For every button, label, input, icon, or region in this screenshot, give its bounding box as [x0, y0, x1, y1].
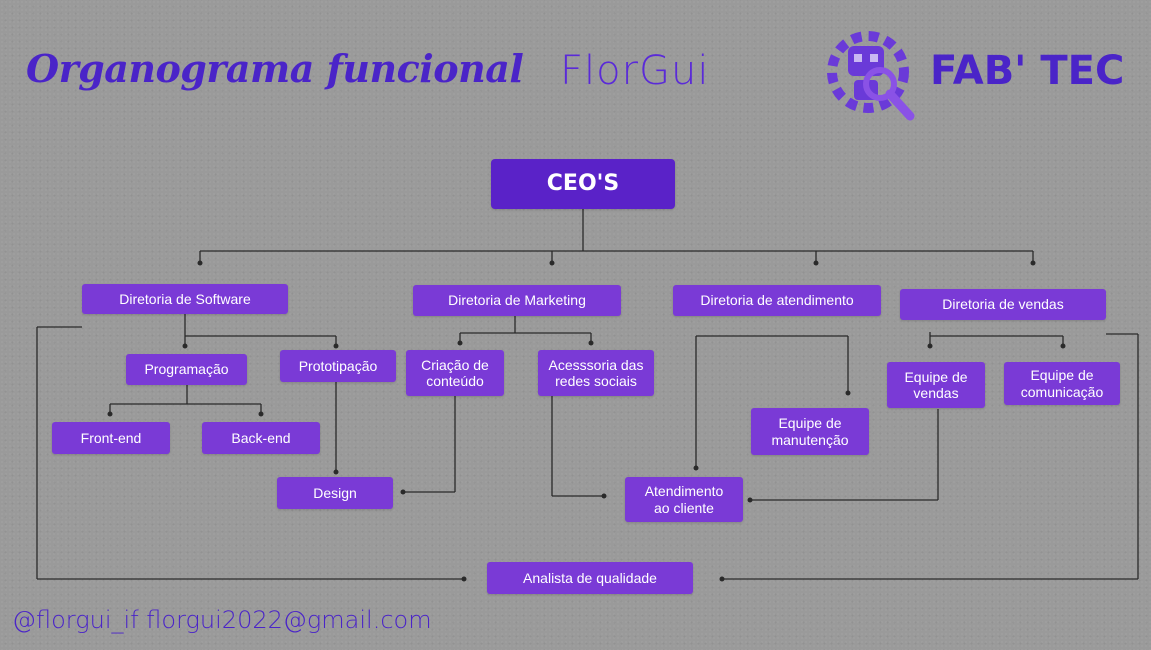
brand-name: FlorGui — [560, 48, 710, 94]
prototipacao-node: Prototipação — [280, 350, 396, 382]
acessoria-redes-node: Acesssoria das redes sociais — [538, 350, 654, 396]
fabtec-logo-icon — [827, 31, 915, 121]
fabtec-logo-text: FAB' TEC — [930, 48, 1125, 94]
diretoria-software-node: Diretoria de Software — [82, 284, 288, 314]
front-end-node: Front-end — [52, 422, 170, 454]
analista-qualidade-node: Analista de qualidade — [487, 562, 693, 594]
back-end-node: Back-end — [202, 422, 320, 454]
design-node: Design — [277, 477, 393, 509]
equipe-comunicacao-node: Equipe de comunicação — [1004, 362, 1120, 405]
equipe-vendas-node: Equipe de vendas — [887, 362, 985, 408]
diretoria-atendimento-node: Diretoria de atendimento — [673, 285, 881, 316]
atendimento-cliente-node: Atendimento ao cliente — [625, 477, 743, 522]
programacao-node: Programação — [126, 354, 247, 385]
criacao-conteudo-node: Criação de conteúdo — [406, 350, 504, 396]
equipe-manutencao-node: Equipe de manutenção — [751, 408, 869, 455]
footer-contact: @florgui_if florgui2022@gmail.com — [12, 606, 432, 634]
page-title: Organograma funcional — [26, 46, 524, 91]
diretoria-vendas-node: Diretoria de vendas — [900, 289, 1106, 320]
ceo-node: CEO'S — [491, 159, 675, 209]
diretoria-marketing-node: Diretoria de Marketing — [413, 285, 621, 316]
